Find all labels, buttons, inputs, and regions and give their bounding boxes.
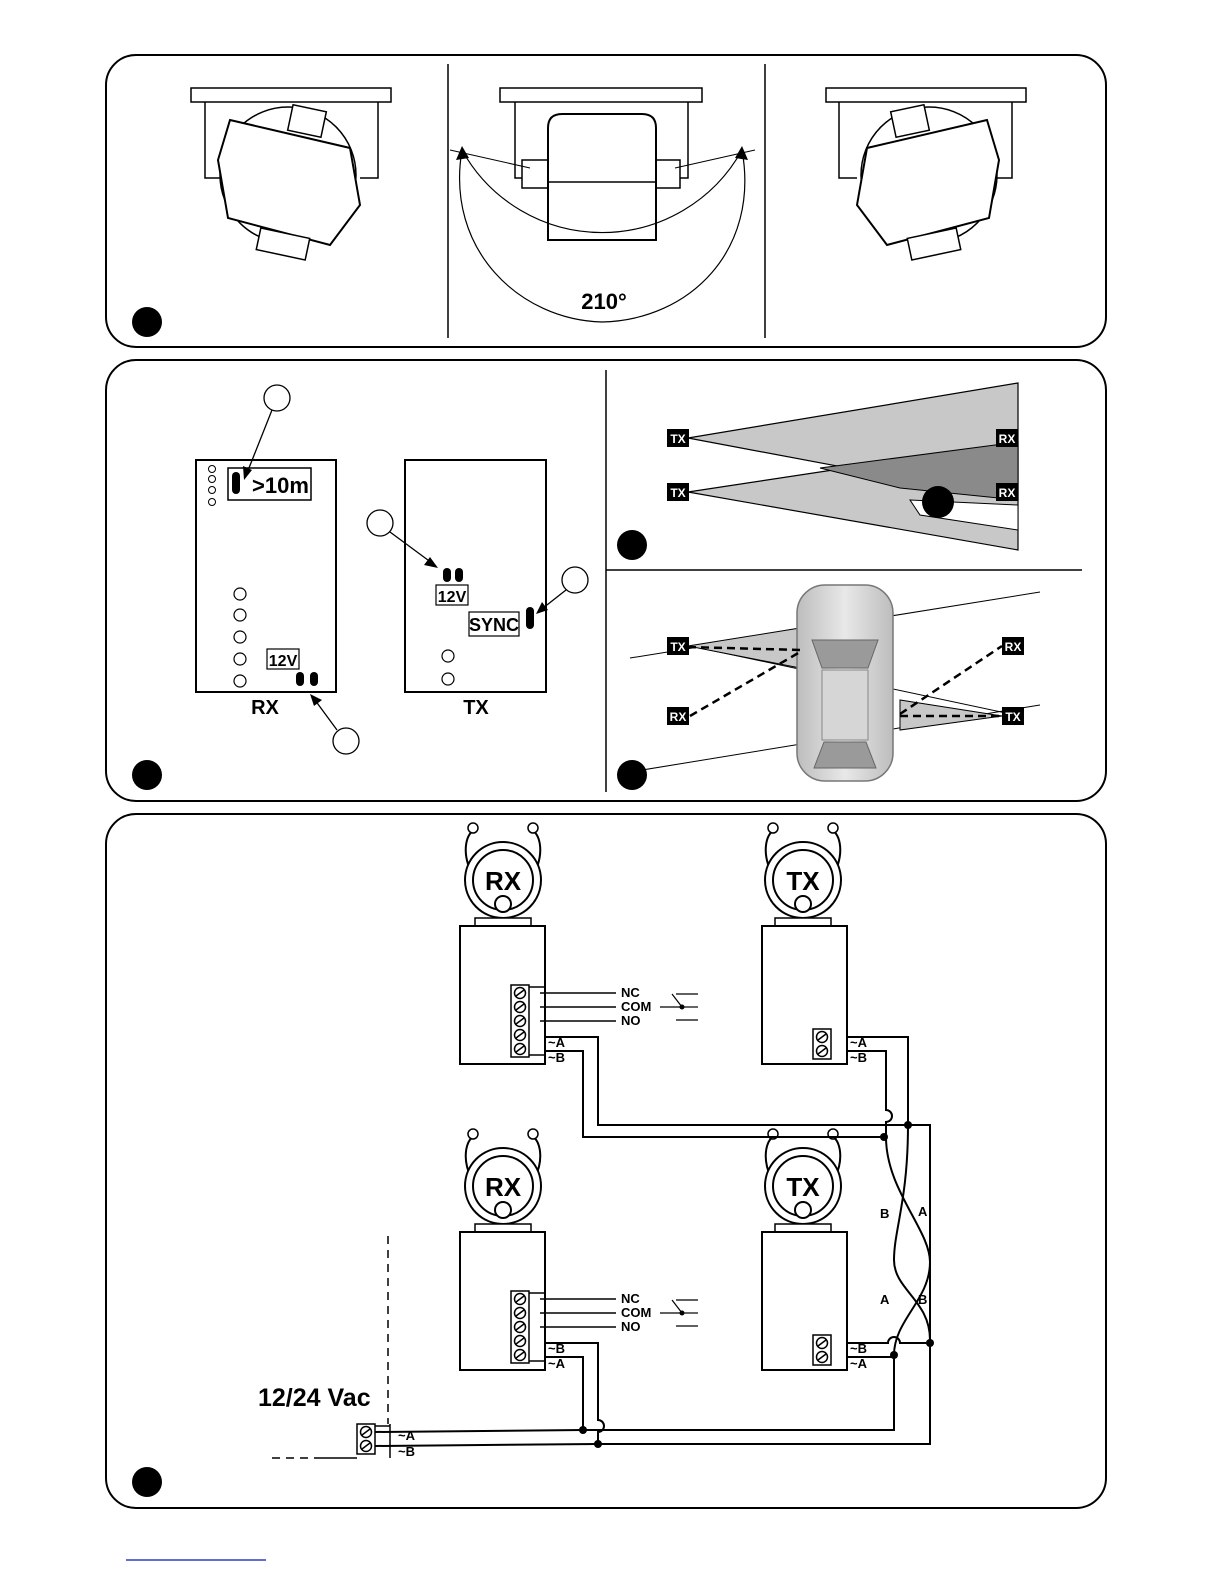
- car-rx-tag: RX: [670, 710, 687, 724]
- car-rx-tag: RX: [1005, 640, 1022, 654]
- relay-no-label: NO: [621, 1319, 641, 1334]
- figure-marker-3: [617, 530, 647, 560]
- tx-board-label: TX: [463, 697, 489, 719]
- sync-jumper-icon: [526, 607, 534, 629]
- rx-unit-2: RX: [460, 1129, 545, 1370]
- supply-label: 12/24 Vac: [258, 1384, 371, 1412]
- relay-no-label: NO: [621, 1013, 641, 1028]
- figure-marker-4: [617, 760, 647, 790]
- interference-marker: [922, 486, 954, 518]
- tx-unit-label: TX: [786, 866, 820, 896]
- rotation-angle-label: 210°: [581, 289, 627, 314]
- panel-2: >10m 12V RX 12V SYNC: [106, 360, 1106, 801]
- rx-unit-label: RX: [485, 1172, 522, 1202]
- rx-board-label: RX: [251, 697, 279, 719]
- term-b-label: ~B: [850, 1050, 867, 1065]
- wire-b-label: B: [880, 1206, 889, 1221]
- figure-marker-2: [132, 760, 162, 790]
- beam-rx-tag: RX: [999, 486, 1016, 500]
- rx-voltage-jumper-icon: [296, 672, 304, 686]
- tx-voltage-label: 12V: [438, 589, 467, 606]
- tx-unit-2: TX: [762, 1129, 847, 1370]
- rx-unit-label: RX: [485, 866, 522, 896]
- rx-unit-1: RX: [460, 823, 545, 1064]
- tx-unit-label: TX: [786, 1172, 820, 1202]
- beam-tx-tag: TX: [670, 486, 685, 500]
- car-tx-tag: TX: [1005, 710, 1020, 724]
- panel-1: 210°: [106, 55, 1106, 347]
- relay-nc-label: NC: [621, 1291, 640, 1306]
- sync-label: SYNC: [469, 615, 519, 635]
- tx-unit-1: TX: [762, 823, 847, 1064]
- term-a-label: ~A: [548, 1356, 566, 1371]
- beam-rx-tag: RX: [999, 432, 1016, 446]
- callout-circle: [333, 728, 359, 754]
- term-b-label: ~B: [548, 1050, 565, 1065]
- car-tx-tag: TX: [670, 640, 685, 654]
- term-a-label: ~A: [850, 1356, 868, 1371]
- range-jumper-label: >10m: [252, 473, 309, 498]
- term-a-label: ~A: [398, 1428, 416, 1443]
- relay-com-label: COM: [621, 1305, 651, 1320]
- relay-com-label: COM: [621, 999, 651, 1014]
- callout-circle: [562, 567, 588, 593]
- wire-b-label: B: [918, 1292, 927, 1307]
- range-jumper-icon: [232, 472, 240, 494]
- callout-circle: [264, 385, 290, 411]
- wire-a-label: A: [918, 1204, 928, 1219]
- figure-marker-5: [132, 1467, 162, 1497]
- wire-a-label: A: [880, 1292, 890, 1307]
- panel-3: RX NC COM NO ~A ~B TX: [106, 814, 1106, 1508]
- rx-voltage-label: 12V: [269, 653, 298, 670]
- figure-marker-1: [132, 307, 162, 337]
- relay-nc-label: NC: [621, 985, 640, 1000]
- callout-circle: [367, 510, 393, 536]
- beam-tx-tag: TX: [670, 432, 685, 446]
